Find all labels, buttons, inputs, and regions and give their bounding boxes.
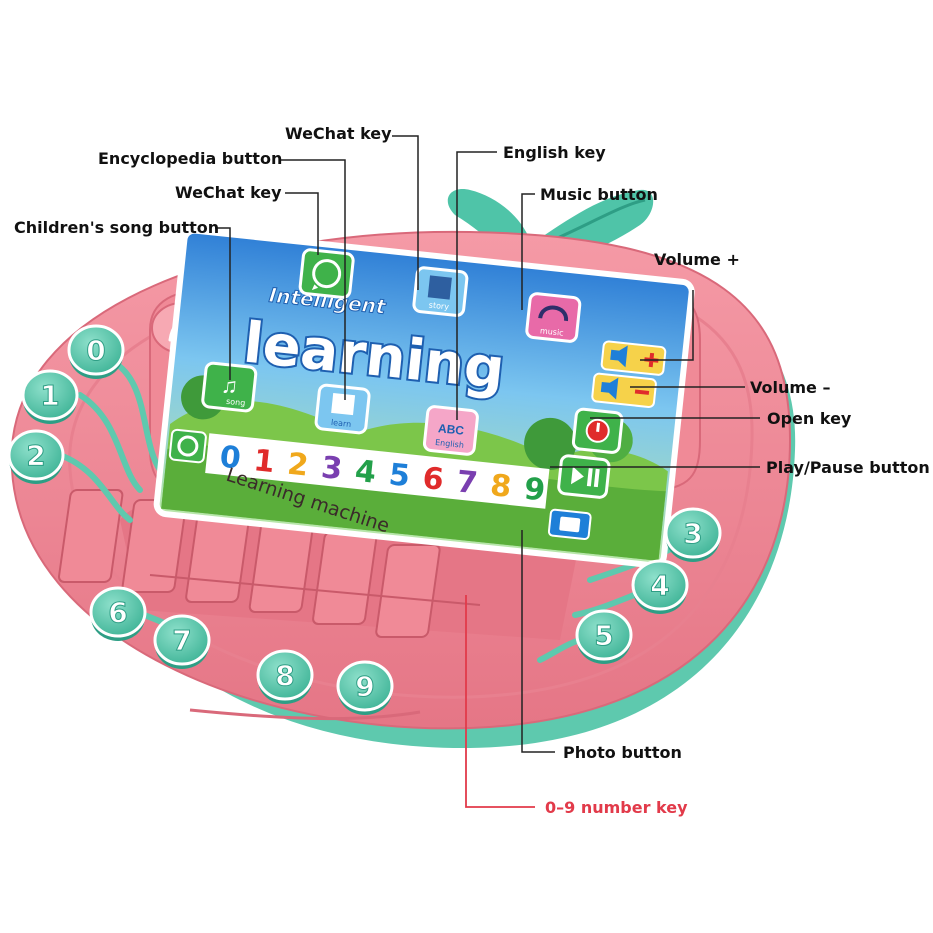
refresh-icon xyxy=(177,435,199,457)
wechat-screen-button[interactable] xyxy=(298,248,355,299)
number-key-leader xyxy=(465,595,535,808)
piano-key[interactable] xyxy=(375,544,441,638)
volume-minus-screen-button[interactable] xyxy=(591,372,657,409)
learn-screen-button[interactable]: learn xyxy=(314,383,371,435)
story-label: story xyxy=(428,300,449,311)
english-label: English xyxy=(435,438,465,450)
screen-digit-6: 6 xyxy=(421,461,445,498)
callout-english-key: English key xyxy=(503,143,606,162)
screen-digit-5: 5 xyxy=(387,457,411,494)
song-label: song xyxy=(226,397,246,408)
number-key-label: 6 xyxy=(108,596,127,629)
story-book-icon xyxy=(427,275,452,300)
power-icon xyxy=(585,418,610,443)
number-key-label: 7 xyxy=(172,624,191,657)
number-key-4[interactable]: 4 xyxy=(631,559,689,614)
camera-icon xyxy=(559,516,581,533)
piano-key[interactable] xyxy=(57,489,124,583)
photo-screen-button[interactable] xyxy=(547,508,592,541)
learn-book-icon xyxy=(331,392,356,416)
digit-strip xyxy=(205,433,550,509)
callout-encyclopedia-button: Encyclopedia button xyxy=(98,149,283,168)
number-key-label: 4 xyxy=(650,569,669,602)
screen-digit-2: 2 xyxy=(286,447,310,484)
play-pause-icon xyxy=(570,466,600,488)
speaker-minus-icon xyxy=(600,377,619,400)
abc-icon: ABC xyxy=(437,421,465,438)
callout-childrens-song-button: Children's song button xyxy=(14,218,220,237)
callout-number-keys: 0–9 number key xyxy=(545,798,688,817)
screen: Intelligent learning story music ♫ song xyxy=(153,227,695,569)
callout-volume-plus: Volume + xyxy=(654,250,740,269)
headphones-icon xyxy=(538,305,569,322)
number-key-label: 3 xyxy=(683,517,702,550)
speaker-plus-icon xyxy=(610,345,628,368)
callout-wechat-key-top: WeChat key xyxy=(285,124,392,143)
screen-digit-9: 9 xyxy=(522,472,546,509)
number-key-3[interactable]: 3 xyxy=(664,507,722,562)
english-screen-button[interactable]: ABC English xyxy=(422,405,479,456)
screen-digit-7: 7 xyxy=(455,464,479,501)
song-screen-button[interactable]: ♫ song xyxy=(201,361,258,413)
number-key-8[interactable]: 8 xyxy=(256,649,314,704)
number-key-label: 8 xyxy=(275,659,294,692)
number-key-5[interactable]: 5 xyxy=(575,609,633,664)
encyclopedia-screen-button[interactable]: story xyxy=(412,266,469,317)
number-key-0[interactable]: 0 xyxy=(67,324,125,379)
number-key-1[interactable]: 1 xyxy=(21,369,79,424)
callout-music-button: Music button xyxy=(540,185,658,204)
music-note-icon: ♫ xyxy=(220,372,239,399)
music-screen-button[interactable]: music xyxy=(525,292,582,343)
screen-digit-8: 8 xyxy=(489,468,513,505)
callout-play-pause-button: Play/Pause button xyxy=(766,458,930,477)
callout-wechat-key: WeChat key xyxy=(175,183,282,202)
callout-photo-button: Photo button xyxy=(563,743,682,762)
refresh-screen-button[interactable] xyxy=(168,428,207,464)
screen-digit-3: 3 xyxy=(320,450,344,487)
number-key-7[interactable]: 7 xyxy=(153,614,211,669)
number-key-label: 5 xyxy=(594,619,613,652)
whatsapp-icon xyxy=(311,259,342,291)
number-key-label: 9 xyxy=(355,670,374,703)
screen-digit-0: 0 xyxy=(218,440,242,477)
screen-digit-4: 4 xyxy=(353,454,377,491)
learn-label: learn xyxy=(331,418,352,429)
number-key-9[interactable]: 9 xyxy=(336,660,394,715)
open-screen-button[interactable] xyxy=(571,407,624,454)
music-label: music xyxy=(540,326,564,337)
piano-keys xyxy=(57,489,441,638)
number-key-label: 0 xyxy=(86,334,105,367)
screen-digit-1: 1 xyxy=(252,443,276,480)
leader-lines xyxy=(215,135,760,753)
number-key-label: 1 xyxy=(40,379,59,412)
number-key-2[interactable]: 2 xyxy=(7,429,65,484)
callout-volume-minus: Volume – xyxy=(750,378,831,397)
callout-open-key: Open key xyxy=(767,409,852,428)
play-pause-screen-button[interactable] xyxy=(557,454,611,499)
number-key-label: 2 xyxy=(26,439,45,472)
volume-plus-screen-button[interactable] xyxy=(600,340,667,376)
number-key-6[interactable]: 6 xyxy=(89,586,147,641)
